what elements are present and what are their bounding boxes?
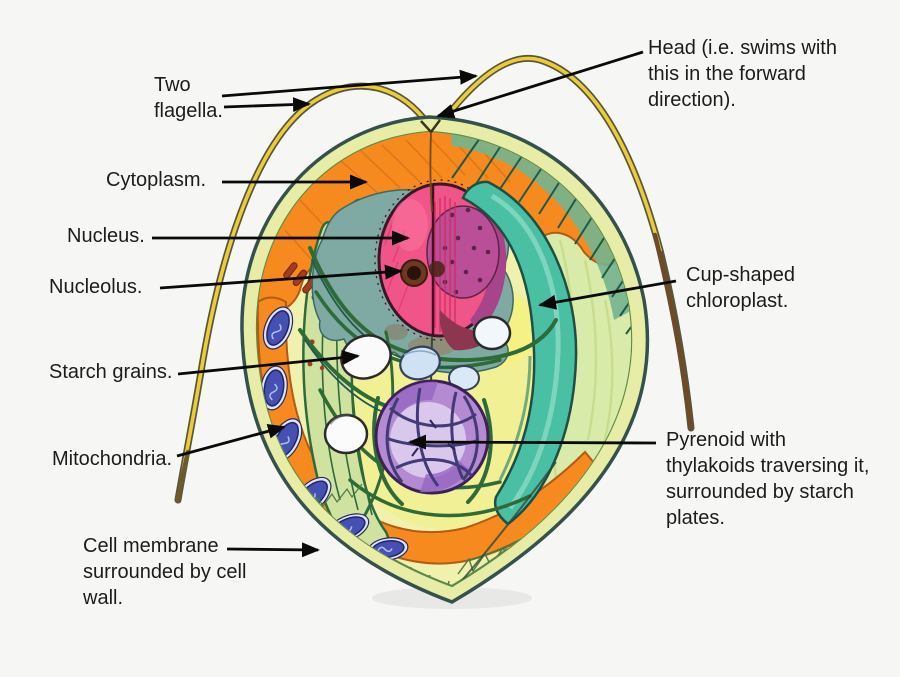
label-head: Head (i.e. swims with this in the forwar…: [648, 37, 837, 111]
starch-grain-shapes: [323, 315, 512, 455]
flagella-base-notch: [420, 119, 441, 213]
pyrenoid-shape: [374, 379, 490, 495]
arrow-pyrenoid: [408, 434, 657, 450]
label-nucleus: Nucleus.: [67, 225, 145, 247]
arrow-nucleolus: [159, 264, 403, 290]
label-cup-chloroplast: Cup-shaped chloroplast.: [686, 264, 795, 312]
arrow-two-flagella-left: [223, 97, 311, 113]
label-pyrenoid: Pyrenoid with thylakoids traversing it, …: [666, 429, 870, 529]
flagellum-left: [174, 82, 432, 504]
arrow-mitochondria: [176, 423, 286, 458]
label-two-flagella: Two flagella.: [154, 74, 223, 122]
arrow-starch-grains: [177, 350, 360, 376]
cup-chloroplast-shape: [461, 180, 578, 526]
label-cytoplasm: Cytoplasm.: [106, 169, 207, 191]
flagellum-right: [437, 54, 695, 432]
label-mitochondria: Mitochondria.: [52, 448, 173, 470]
nucleus-dots: [442, 207, 491, 295]
label-nucleolus: Nucleolus.: [49, 276, 143, 298]
nucleus-shape: [374, 179, 507, 351]
arrow-head: [436, 50, 644, 119]
arrow-cup-chloroplast: [538, 279, 677, 310]
arrow-two-flagella-right: [221, 69, 478, 98]
label-starch-grains: Starch grains.: [49, 361, 173, 383]
leader-arrows: [152, 50, 677, 558]
arrow-cell-membrane: [226, 542, 320, 558]
label-cell-membrane: Cell membrane surrounded by cell wall.: [83, 535, 247, 609]
